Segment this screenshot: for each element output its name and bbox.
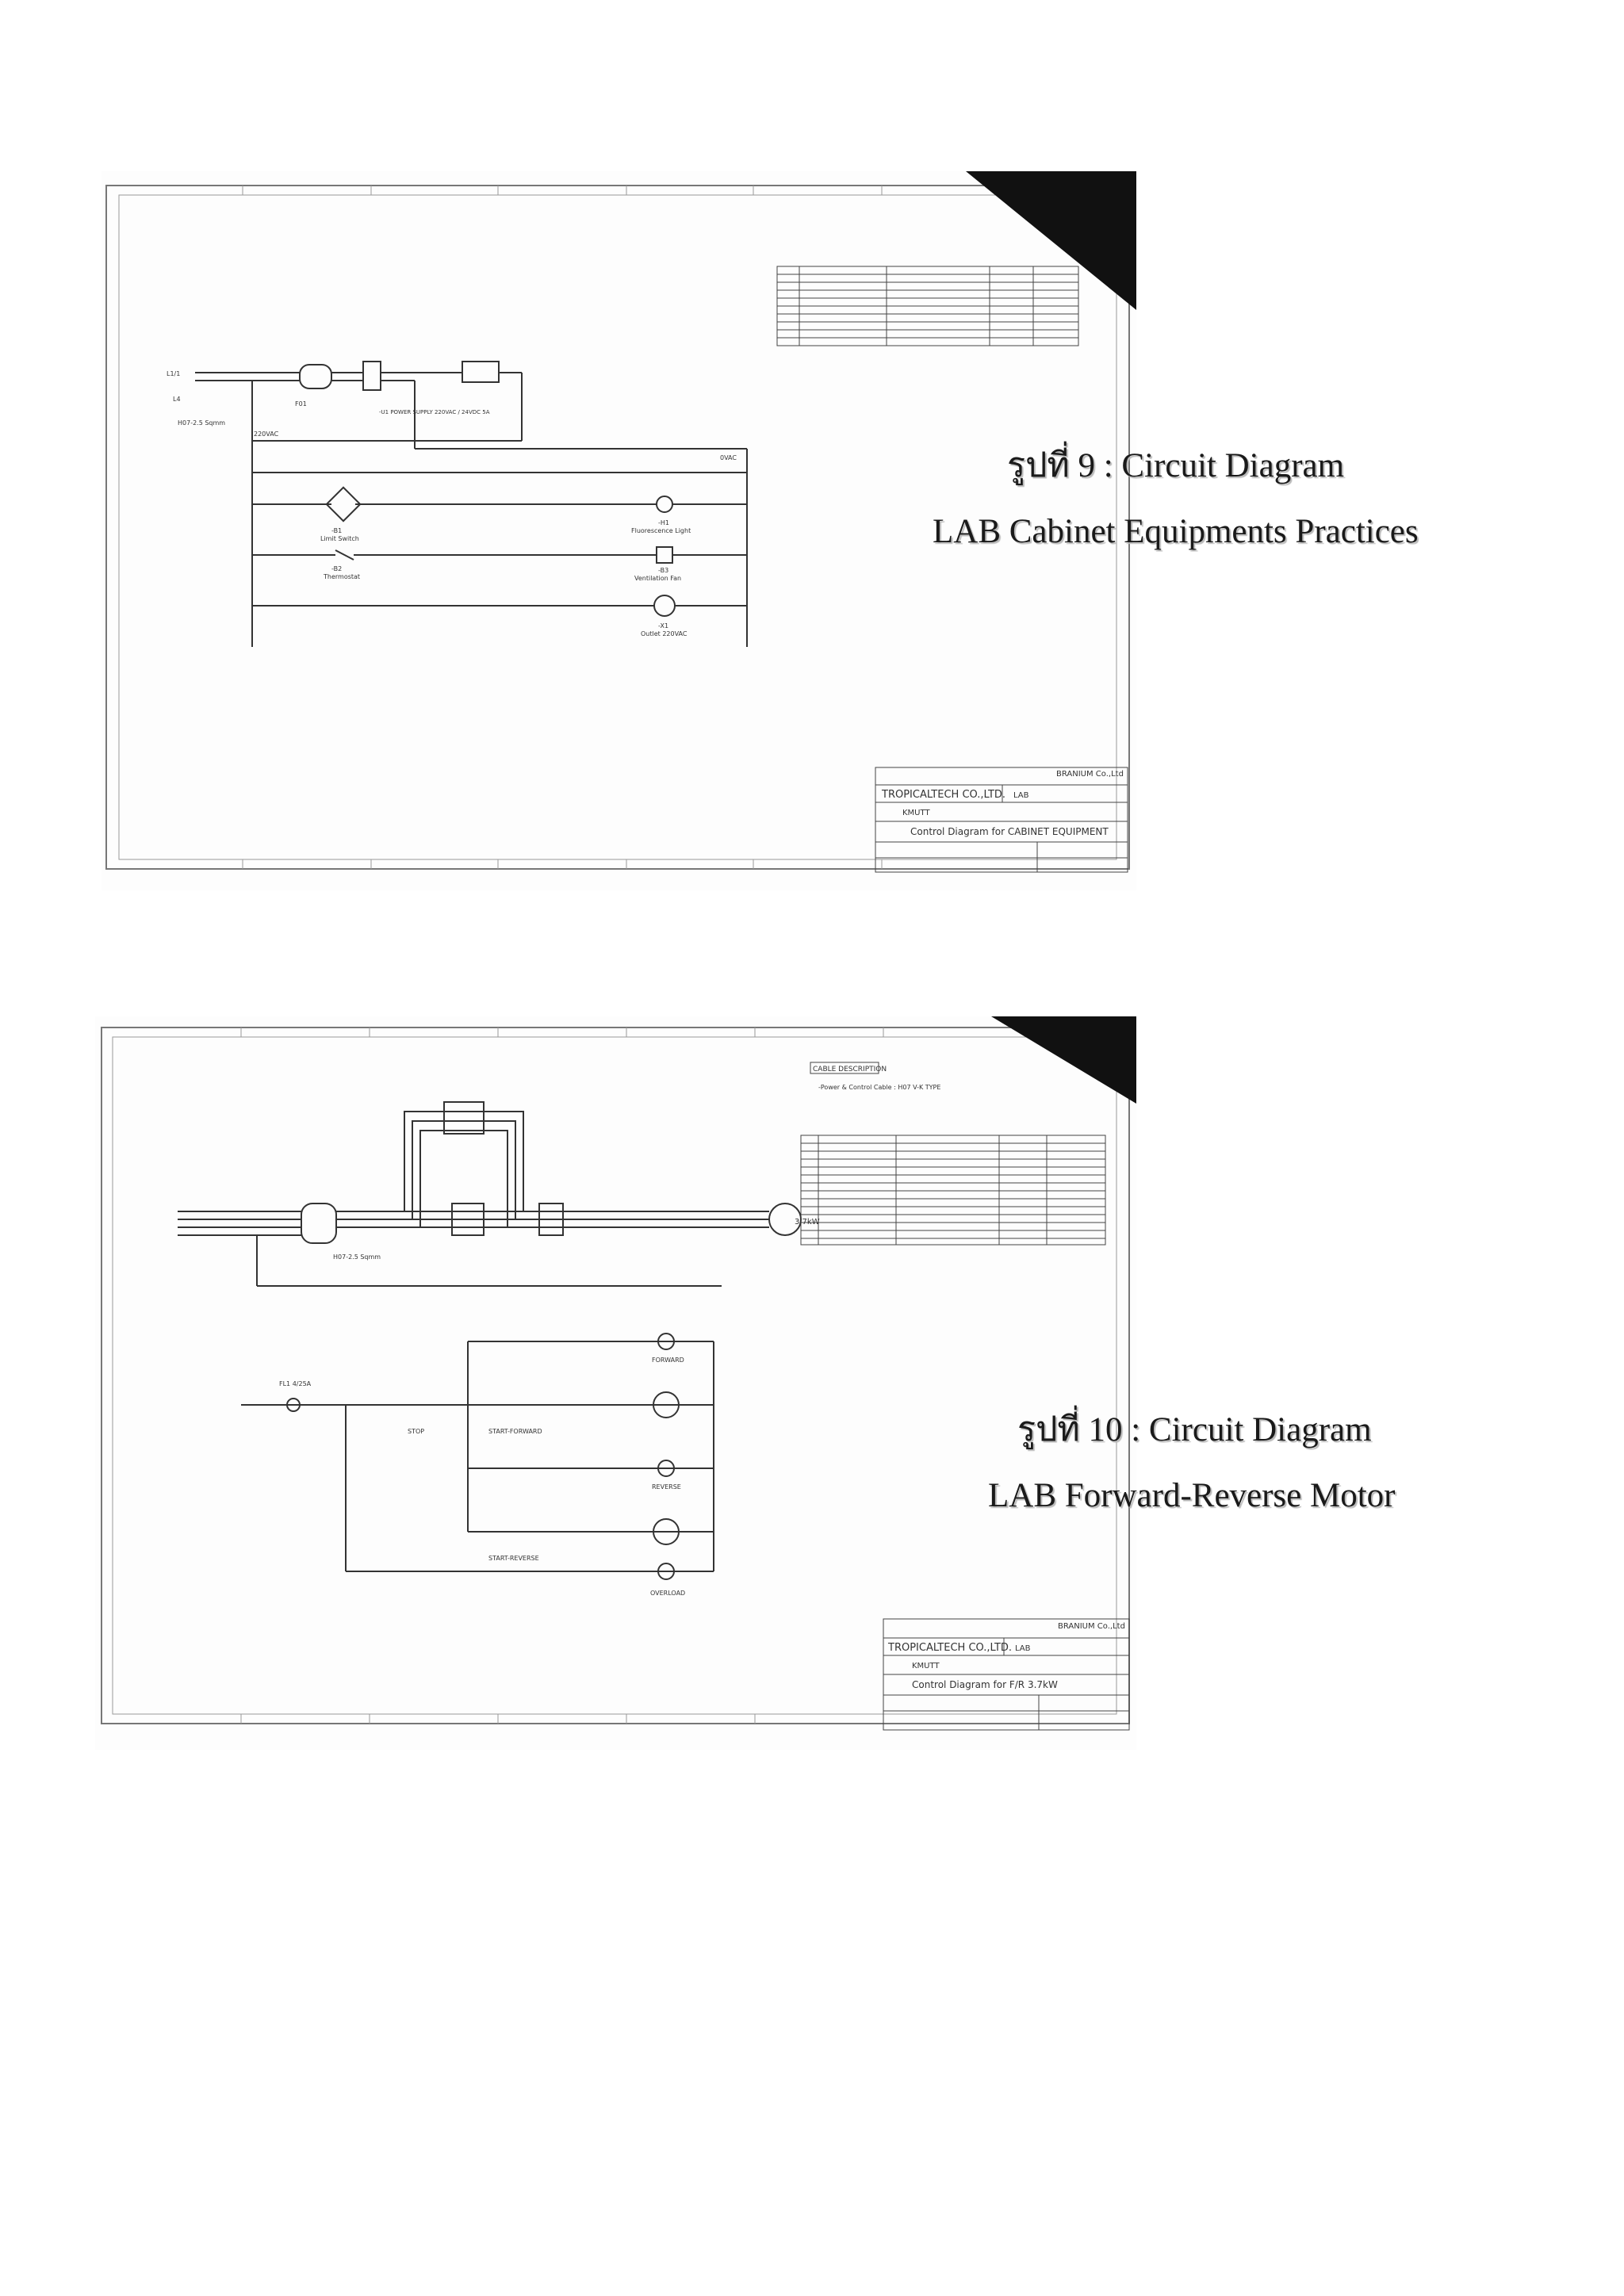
component-name-b3: Ventilation Fan <box>634 575 681 582</box>
client-name: KMUTT <box>902 809 930 817</box>
reverse-lamp-label: REVERSE <box>652 1483 681 1490</box>
motor-schematic-drawing: CABLE DESCRIPTION -Power & Control Cable… <box>101 1016 1136 1731</box>
circuit-diagram-sheet-2: CABLE DESCRIPTION -Power & Control Cable… <box>95 1016 1136 1750</box>
forward-lamp-label: FORWARD <box>652 1357 684 1364</box>
site-name: LAB <box>1015 1644 1031 1653</box>
component-name-b2: Thermostat <box>323 573 360 580</box>
site-name: LAB <box>1013 791 1029 800</box>
start-reverse-label: START-REVERSE <box>488 1555 539 1562</box>
drawing-title: Control Diagram for CABINET EQUIPMENT <box>910 826 1109 837</box>
company-name: BRANIUM Co.,Ltd <box>1056 770 1124 779</box>
folded-corner-shadow <box>991 1016 1136 1104</box>
contractor-name: TROPICALTECH CO.,LTD. <box>887 1642 1012 1654</box>
stop-button-label: STOP <box>408 1428 424 1435</box>
figure-10-caption-title: รูปที่ 10 : Circuit Diagram <box>1017 1411 1372 1448</box>
overload-lamp-label: OVERLOAD <box>650 1590 685 1597</box>
folded-corner-shadow <box>966 171 1136 310</box>
motor-rating-label: 3.7kW <box>795 1218 820 1226</box>
control-fuse-label: FL1 4/25A <box>279 1380 312 1387</box>
fuse-label: F01 <box>295 400 307 408</box>
figure-10-caption-subtitle: LAB Forward-Reverse Motor <box>988 1477 1396 1514</box>
figure-9-caption-subtitle: LAB Cabinet Equipments Practices <box>933 513 1419 550</box>
component-tag-x1: -X1 <box>658 622 668 629</box>
start-forward-label: START-FORWARD <box>488 1428 542 1435</box>
component-tag-b2: -B2 <box>331 565 342 572</box>
cable-description-header: CABLE DESCRIPTION <box>813 1066 887 1073</box>
cable-label: H07-2.5 Sqmm <box>333 1253 381 1261</box>
power-supply-label: -U1 POWER SUPPLY 220VAC / 24VDC 5A <box>379 409 490 415</box>
supply-voltage-label: 220VAC <box>254 430 279 438</box>
cable-description-note: -Power & Control Cable : H07 V-K TYPE <box>818 1084 940 1091</box>
svg-text:L1/1: L1/1 <box>167 370 180 377</box>
drawing-title: Control Diagram for F/R 3.7kW <box>912 1679 1058 1690</box>
component-name-b1: Limit Switch <box>320 535 359 542</box>
component-tag-b1: -B1 <box>331 527 342 534</box>
component-tag-h1: -H1 <box>658 519 669 526</box>
component-name-x1: Outlet 220VAC <box>641 630 688 637</box>
svg-text:L4: L4 <box>173 396 181 403</box>
circuit-diagram-sheet-1: L1/1 L4 F01 H07-2.5 Sqmm 220VAC 0VAC -U1… <box>102 171 1136 890</box>
component-name-h1: Fluorescence Light <box>631 527 691 534</box>
company-name: BRANIUM Co.,Ltd <box>1058 1622 1125 1631</box>
cable-label: H07-2.5 Sqmm <box>178 419 225 427</box>
neutral-voltage-label: 0VAC <box>720 454 737 461</box>
component-tag-b3: -B3 <box>658 567 668 574</box>
client-name: KMUTT <box>912 1662 940 1670</box>
cabinet-schematic-drawing: L1/1 L4 F01 H07-2.5 Sqmm 220VAC 0VAC -U1… <box>105 171 1136 873</box>
contractor-name: TROPICALTECH CO.,LTD. <box>881 789 1005 801</box>
figure-9-caption-title: รูปที่ 9 : Circuit Diagram <box>1007 447 1345 484</box>
